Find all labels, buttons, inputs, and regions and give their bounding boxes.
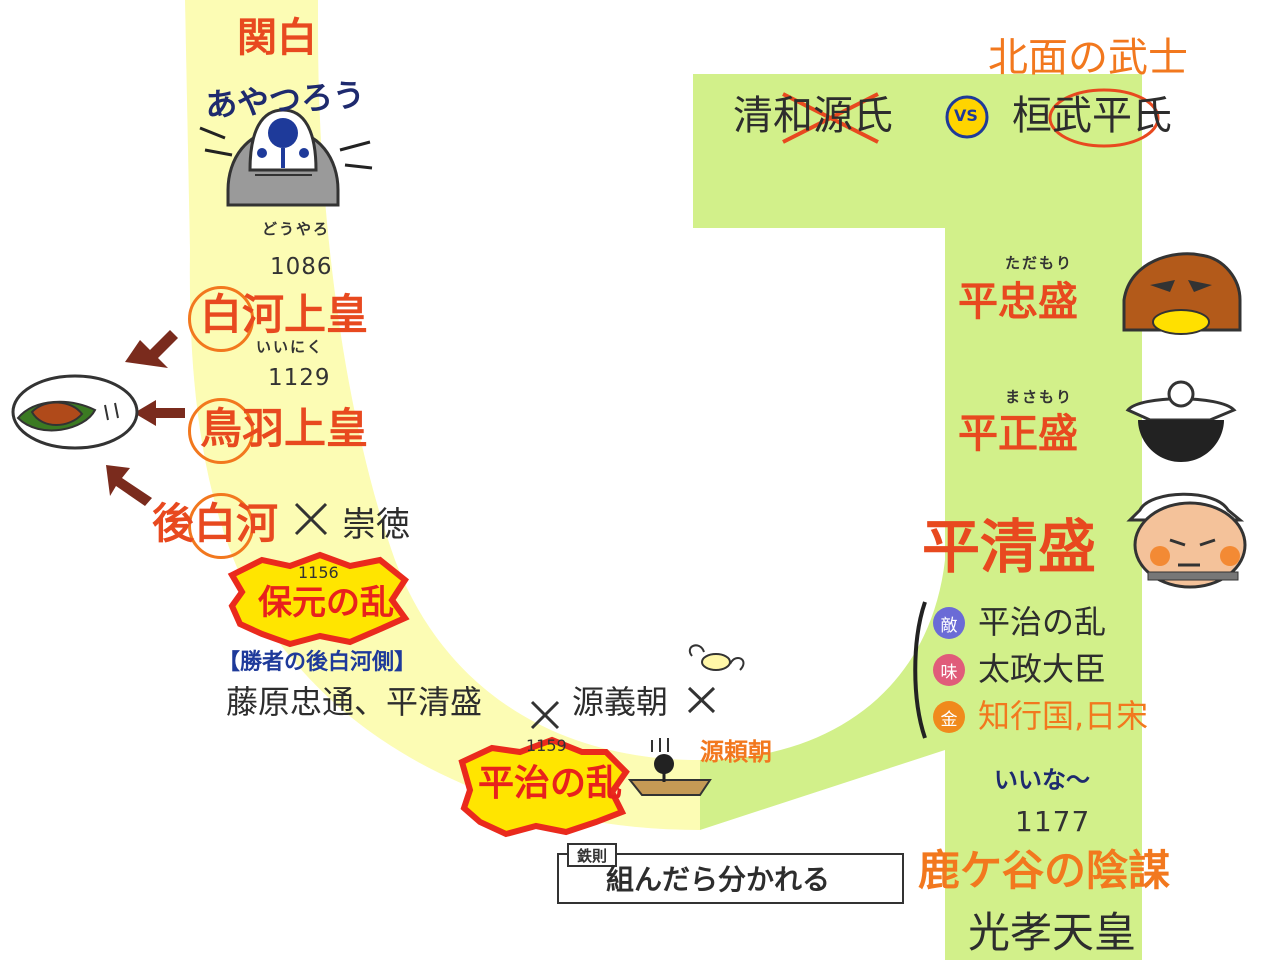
kanmu-heishi: 桓武平氏 bbox=[1012, 93, 1172, 139]
hogen-year: 1156 bbox=[298, 563, 339, 582]
badge-money: 金 bbox=[933, 701, 965, 733]
hokumen-title: 北面の武士 bbox=[988, 35, 1188, 81]
rule-tag: 鉄則 bbox=[567, 843, 617, 867]
yoritomo: 源頼朝 bbox=[700, 738, 772, 766]
yoshitomo-halo bbox=[688, 644, 745, 671]
kiyomori-figure bbox=[1126, 492, 1247, 589]
badge-enemy: 敵 bbox=[933, 607, 965, 639]
heiji-name: 平治の乱 bbox=[478, 763, 623, 804]
seiwa-cross bbox=[782, 92, 879, 144]
seiwa-genji: 清和源氏 bbox=[733, 93, 893, 139]
shirakawa-circle bbox=[188, 286, 254, 352]
goshirakawa: 後白河 bbox=[152, 499, 279, 548]
masamori-figure bbox=[1125, 380, 1237, 462]
kanpaku-title: 関白 bbox=[237, 15, 317, 61]
ruby-doyaro: どうやろ bbox=[262, 220, 331, 238]
ruby-iiniku: いいにく bbox=[256, 338, 324, 356]
shishigatani-name: 鹿ケ谷の陰謀 bbox=[918, 846, 1171, 895]
yoshitomo: 源義朝 bbox=[572, 683, 669, 721]
point-daijodaijin: 太政大臣 bbox=[978, 650, 1107, 688]
dish-illustration bbox=[11, 374, 139, 450]
rule-text: 組んだら分かれる bbox=[606, 863, 831, 896]
year-1129: 1129 bbox=[268, 365, 331, 391]
heiji-burst bbox=[458, 736, 630, 838]
kanmu-circle bbox=[1048, 88, 1160, 148]
ruby-masamori: まさもり bbox=[1005, 388, 1074, 406]
sutoku: 崇徳 bbox=[342, 505, 410, 545]
taira-kiyomori: 平清盛 bbox=[922, 513, 1097, 581]
hogen-burst bbox=[227, 551, 410, 648]
ruby-tadamori: ただもり bbox=[1005, 254, 1074, 272]
toba-circle bbox=[188, 398, 254, 464]
hogen-name: 保元の乱 bbox=[258, 583, 394, 623]
point-chigyokoku: 知行国,日宋 bbox=[978, 697, 1149, 735]
yoritomo-figure bbox=[627, 738, 712, 796]
year-1177: 1177 bbox=[1015, 805, 1091, 838]
green-band bbox=[693, 74, 1142, 960]
goshirakawa-circle bbox=[188, 493, 254, 559]
vs-label: VS bbox=[954, 106, 978, 125]
toba-joko: 鳥羽上皇 bbox=[200, 404, 369, 453]
kiyomori-bracket bbox=[913, 601, 927, 739]
ruby-iina: いいな〜 bbox=[994, 766, 1090, 794]
hogen-winners-label: 【勝者の後白河側】 bbox=[218, 650, 417, 675]
year-1086: 1086 bbox=[270, 254, 333, 280]
vs-badge bbox=[945, 95, 989, 139]
hogen-winners: 藤原忠通、平清盛 bbox=[226, 683, 483, 721]
shirakawa-joko: 白河上皇 bbox=[200, 290, 369, 339]
heiji-year: 1159 bbox=[526, 736, 567, 755]
taira-masamori: 平正盛 bbox=[958, 411, 1078, 457]
tadamori-figure bbox=[1122, 252, 1242, 335]
taira-tadamori: 平忠盛 bbox=[958, 279, 1078, 325]
point-heiji: 平治の乱 bbox=[978, 603, 1107, 641]
arrows-to-dish bbox=[106, 330, 185, 506]
kanpaku-figure bbox=[199, 108, 373, 207]
crossed-swords-icon bbox=[294, 502, 716, 730]
kanpaku-yell: あやつろう bbox=[203, 75, 367, 125]
koko-tenno: 光孝天皇 bbox=[968, 908, 1137, 957]
badge-ally: 味 bbox=[933, 654, 965, 686]
